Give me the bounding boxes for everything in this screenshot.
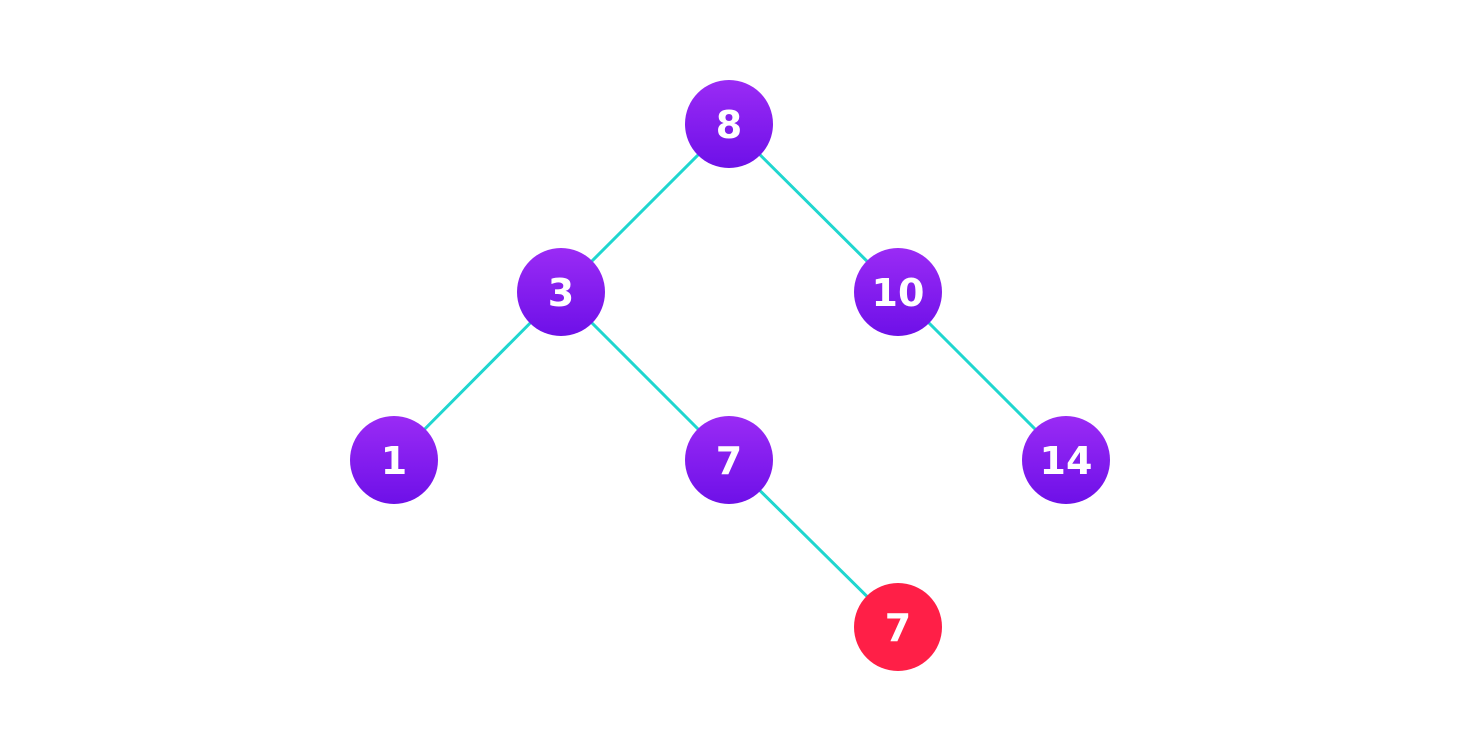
tree-node-n1: 1 bbox=[350, 416, 438, 504]
node-label: 8 bbox=[716, 103, 742, 147]
tree-node-n8: 8 bbox=[685, 80, 773, 168]
tree-node-n14: 14 bbox=[1022, 416, 1110, 504]
node-label: 1 bbox=[381, 439, 407, 483]
tree-node-n3: 3 bbox=[517, 248, 605, 336]
edges-layer bbox=[392, 122, 1068, 629]
node-label: 14 bbox=[1040, 439, 1093, 483]
node-circle bbox=[685, 416, 773, 504]
node-circle bbox=[517, 248, 605, 336]
node-circle bbox=[854, 248, 942, 336]
node-label: 10 bbox=[872, 271, 925, 315]
node-label: 7 bbox=[885, 606, 911, 650]
node-circle bbox=[1022, 416, 1110, 504]
tree-node-n10: 10 bbox=[854, 248, 942, 336]
tree-node-n7: 7 bbox=[685, 416, 773, 504]
node-label: 7 bbox=[716, 439, 742, 483]
node-circle bbox=[685, 80, 773, 168]
highlighted-node-circle bbox=[854, 583, 942, 671]
node-label: 3 bbox=[548, 271, 574, 315]
tree-node-n7b: 7 bbox=[854, 583, 942, 671]
node-circle bbox=[350, 416, 438, 504]
